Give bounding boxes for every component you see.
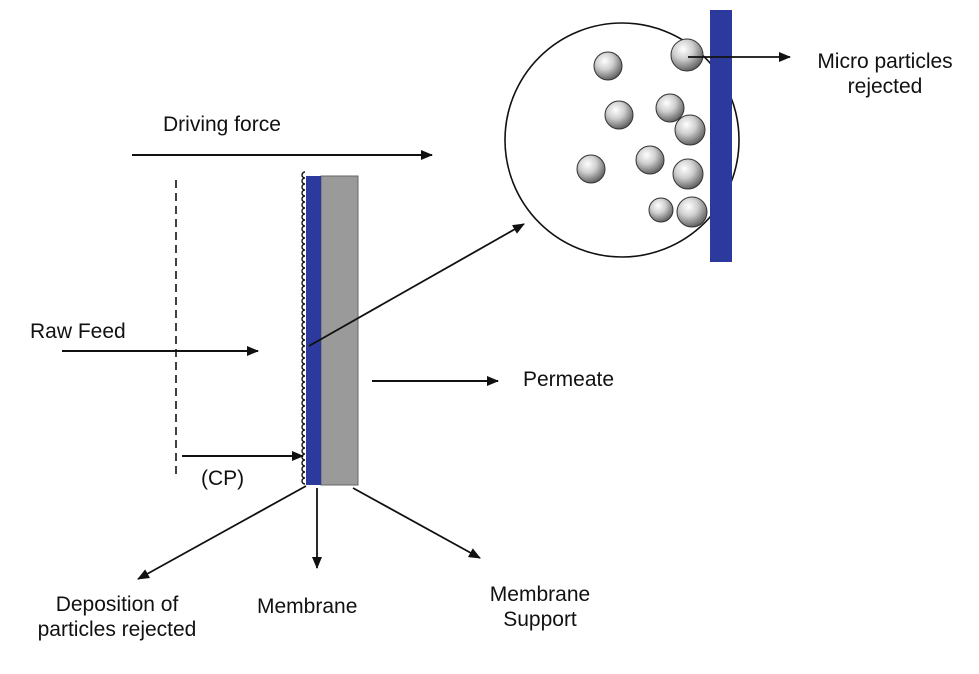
driving-force-label: Driving force: [163, 113, 281, 136]
particle: [635, 145, 665, 175]
membrane-label: Membrane: [257, 595, 358, 618]
magnified-view-circle: [504, 22, 740, 258]
particle: [593, 51, 623, 81]
magnify-pointer-arrow: [308, 223, 525, 347]
membrane-layer: [306, 176, 321, 485]
membrane-support-label: Membrane Support: [465, 582, 615, 632]
micro-particles-label: Micro particles rejected: [797, 49, 973, 99]
particle: [576, 154, 606, 184]
membrane-support-label-line1: Membrane: [489, 583, 591, 606]
deposition-label: Deposition of particles rejected: [22, 592, 212, 642]
particle-deposition-layer: [301, 171, 306, 485]
particle: [672, 158, 704, 190]
particle: [670, 38, 704, 72]
permeate-label: Permeate: [523, 368, 615, 391]
particle: [648, 197, 674, 223]
deposition-arrow: [137, 485, 307, 580]
micro-particles-label-line1: Micro particles: [817, 50, 953, 73]
membrane-support-layer: [320, 175, 359, 486]
particle-group: [576, 38, 708, 228]
membrane-support-label-line2: Support: [503, 608, 577, 631]
micro-particles-label-line2: rejected: [847, 75, 923, 98]
magnified-membrane-bar: [710, 10, 732, 262]
cp-label: (CP): [201, 467, 245, 490]
particle: [676, 196, 708, 228]
membrane-support-arrow: [352, 487, 481, 559]
deposition-label-line1: Deposition of: [55, 593, 179, 616]
particle: [655, 93, 685, 123]
particle: [674, 114, 706, 146]
raw-feed-label: Raw Feed: [30, 320, 126, 343]
deposition-label-line2: particles rejected: [37, 618, 197, 641]
particle: [604, 100, 634, 130]
